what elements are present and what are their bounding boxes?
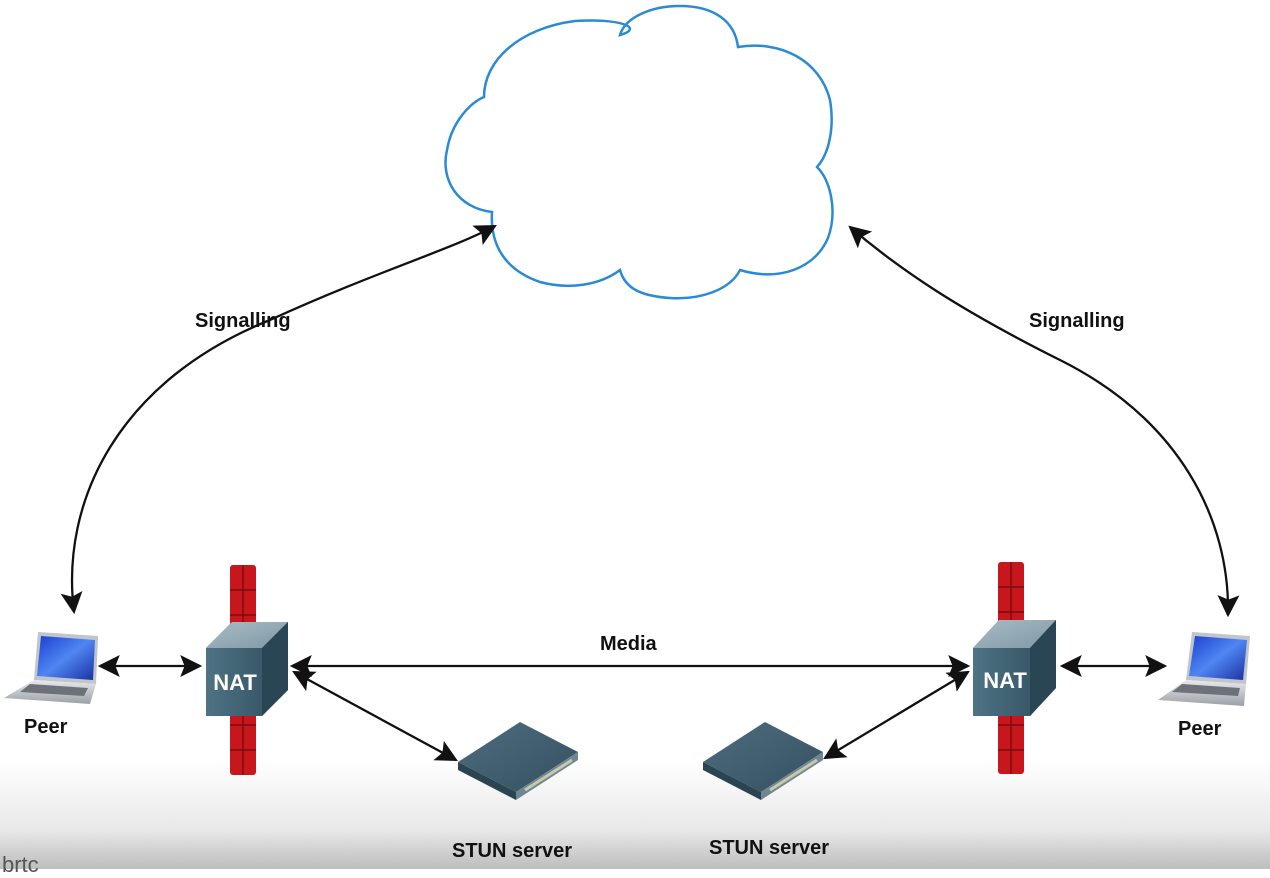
laptop-icon-left (4, 632, 98, 704)
nat-label-left: NAT (213, 670, 257, 695)
signalling-label-left: Signalling (195, 310, 291, 332)
footer-text: brtc (2, 852, 39, 877)
peer-label-left: Peer (24, 716, 68, 738)
signalling-cloud (444, 4, 834, 300)
nat-label-right: NAT (983, 668, 1027, 693)
nat-stun-arrow-left (292, 670, 458, 762)
stun-server-icon-left (458, 722, 578, 800)
signalling-label-right: Signalling (1029, 310, 1125, 332)
stun-label-right: STUN server (709, 837, 830, 859)
laptop-icon-right (1158, 632, 1250, 706)
stun-server-icon-right (703, 722, 823, 800)
signalling-arrow-right (848, 225, 1240, 618)
media-label: Media (600, 633, 657, 655)
signalling-arrow-left (60, 224, 497, 615)
peer-label-right: Peer (1178, 718, 1222, 740)
nat-device-right: NAT (973, 620, 1056, 716)
nat-stun-arrow-right (823, 670, 970, 760)
nat-device-left: NAT (206, 622, 288, 716)
stun-label-left: STUN server (452, 840, 573, 862)
